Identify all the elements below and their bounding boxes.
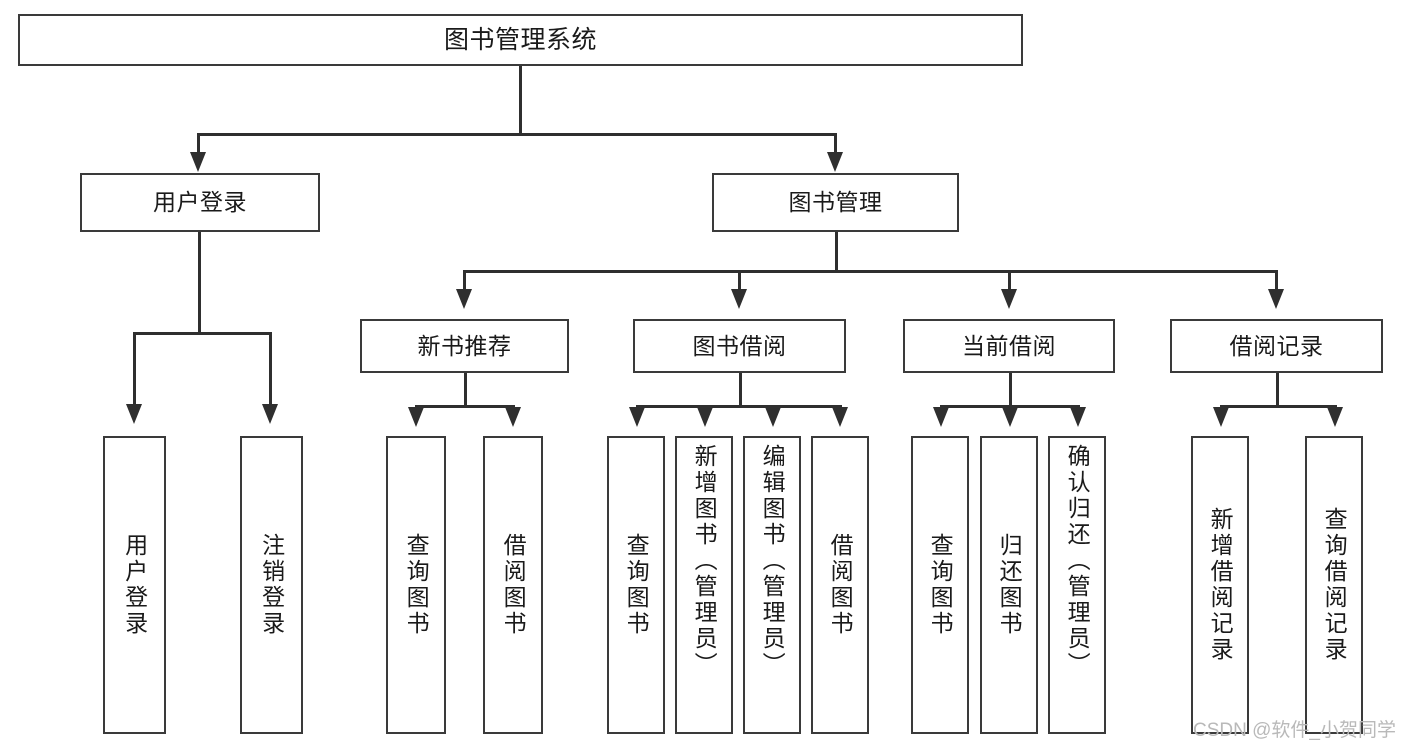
node-leaf-return-book[interactable]: 归还图书: [980, 436, 1038, 734]
connector-cb-stem: [1009, 373, 1012, 407]
connector-user-login-drop-2: [269, 332, 272, 407]
node-new-book-recommend[interactable]: 新书推荐: [360, 319, 569, 373]
node-leaf-query-book-3-label: 查询图书: [927, 533, 954, 637]
arrowhead-leaf-confirm-return: [1070, 407, 1086, 427]
node-current-borrow[interactable]: 当前借阅: [903, 319, 1115, 373]
connector-bb-stem: [739, 373, 742, 407]
arrowhead-book-manage: [827, 152, 843, 172]
node-leaf-return-book-label: 归还图书: [996, 533, 1023, 637]
node-borrow-record-label: 借阅记录: [1229, 332, 1324, 359]
node-root-label: 图书管理系统: [443, 25, 597, 54]
arrowhead-leaf-logout: [262, 404, 278, 424]
node-current-borrow-label: 当前借阅: [962, 332, 1056, 359]
arrowhead-user-login: [190, 152, 206, 172]
connector-user-login-drop-1: [133, 332, 136, 407]
node-leaf-query-book-1[interactable]: 查询图书: [386, 436, 446, 734]
arrowhead-leaf-borrow-book-2: [832, 407, 848, 427]
node-new-book-recommend-label: 新书推荐: [417, 332, 512, 359]
arrowhead-new-book-recommend: [456, 289, 472, 309]
node-book-manage[interactable]: 图书管理: [712, 173, 959, 232]
node-leaf-user-login-label: 用户登录: [121, 533, 148, 637]
connector-bm-drop-2: [738, 270, 741, 292]
arrowhead-leaf-user-login: [126, 404, 142, 424]
node-leaf-query-book-3[interactable]: 查询图书: [911, 436, 969, 734]
connector-root-stem: [519, 65, 522, 135]
node-leaf-logout[interactable]: 注销登录: [240, 436, 303, 734]
node-user-login-label: 用户登录: [153, 189, 247, 216]
arrowhead-leaf-query-record: [1327, 407, 1343, 427]
arrowhead-leaf-return-book: [1002, 407, 1018, 427]
node-leaf-add-book-label: 新增图书（管理员）: [691, 444, 718, 678]
node-leaf-query-record-label: 查询借阅记录: [1321, 507, 1348, 663]
node-leaf-borrow-book-1-label: 借阅图书: [500, 533, 527, 637]
connector-bm-drop-4: [1275, 270, 1278, 292]
connector-bm-drop-1: [463, 270, 466, 292]
node-user-login[interactable]: 用户登录: [80, 173, 320, 232]
node-book-borrow[interactable]: 图书借阅: [633, 319, 846, 373]
node-leaf-borrow-book-2-label: 借阅图书: [827, 533, 854, 637]
connector-bm-drop-3: [1008, 270, 1011, 292]
connector-root-bus: [197, 133, 837, 136]
node-root[interactable]: 图书管理系统: [18, 14, 1023, 66]
node-leaf-query-book-1-label: 查询图书: [403, 533, 430, 637]
arrowhead-borrow-record: [1268, 289, 1284, 309]
arrowhead-leaf-query-book-3: [933, 407, 949, 427]
watermark: CSDN @软件_小贺同学: [1193, 720, 1396, 741]
arrowhead-leaf-query-book-1: [408, 407, 424, 427]
connector-nbr-stem: [464, 373, 467, 407]
arrowhead-leaf-add-book: [697, 407, 713, 427]
node-borrow-record[interactable]: 借阅记录: [1170, 319, 1383, 373]
connector-book-manage-bus: [463, 270, 1277, 273]
node-leaf-confirm-return-label: 确认归还（管理员）: [1064, 444, 1091, 678]
connector-br-stem: [1276, 373, 1279, 407]
node-book-manage-label: 图书管理: [788, 189, 883, 216]
connector-book-manage-stem: [835, 232, 838, 272]
arrowhead-leaf-add-record: [1213, 407, 1229, 427]
node-leaf-query-record[interactable]: 查询借阅记录: [1305, 436, 1363, 734]
connector-br-bus: [1220, 405, 1337, 408]
arrowhead-leaf-edit-book: [765, 407, 781, 427]
arrowhead-current-borrow: [1001, 289, 1017, 309]
connector-nbr-bus: [415, 405, 515, 408]
arrowhead-book-borrow: [731, 289, 747, 309]
node-leaf-add-record[interactable]: 新增借阅记录: [1191, 436, 1249, 734]
connector-root-to-user-login: [197, 133, 200, 155]
connector-bb-bus: [636, 405, 842, 408]
arrowhead-leaf-query-book-2: [629, 407, 645, 427]
node-leaf-add-book[interactable]: 新增图书（管理员）: [675, 436, 733, 734]
arrowhead-leaf-borrow-book-1: [505, 407, 521, 427]
connector-user-login-bus: [133, 332, 272, 335]
node-leaf-borrow-book-2[interactable]: 借阅图书: [811, 436, 869, 734]
node-leaf-confirm-return[interactable]: 确认归还（管理员）: [1048, 436, 1106, 734]
connector-user-login-stem: [198, 232, 201, 334]
connector-root-to-book-manage: [834, 133, 837, 155]
node-leaf-add-record-label: 新增借阅记录: [1207, 507, 1234, 663]
node-book-borrow-label: 图书借阅: [692, 332, 787, 359]
node-leaf-logout-label: 注销登录: [258, 533, 285, 637]
node-leaf-user-login[interactable]: 用户登录: [103, 436, 166, 734]
node-leaf-query-book-2[interactable]: 查询图书: [607, 436, 665, 734]
node-leaf-borrow-book-1[interactable]: 借阅图书: [483, 436, 543, 734]
node-leaf-query-book-2-label: 查询图书: [623, 533, 650, 637]
node-leaf-edit-book-label: 编辑图书（管理员）: [759, 444, 786, 678]
node-leaf-edit-book[interactable]: 编辑图书（管理员）: [743, 436, 801, 734]
